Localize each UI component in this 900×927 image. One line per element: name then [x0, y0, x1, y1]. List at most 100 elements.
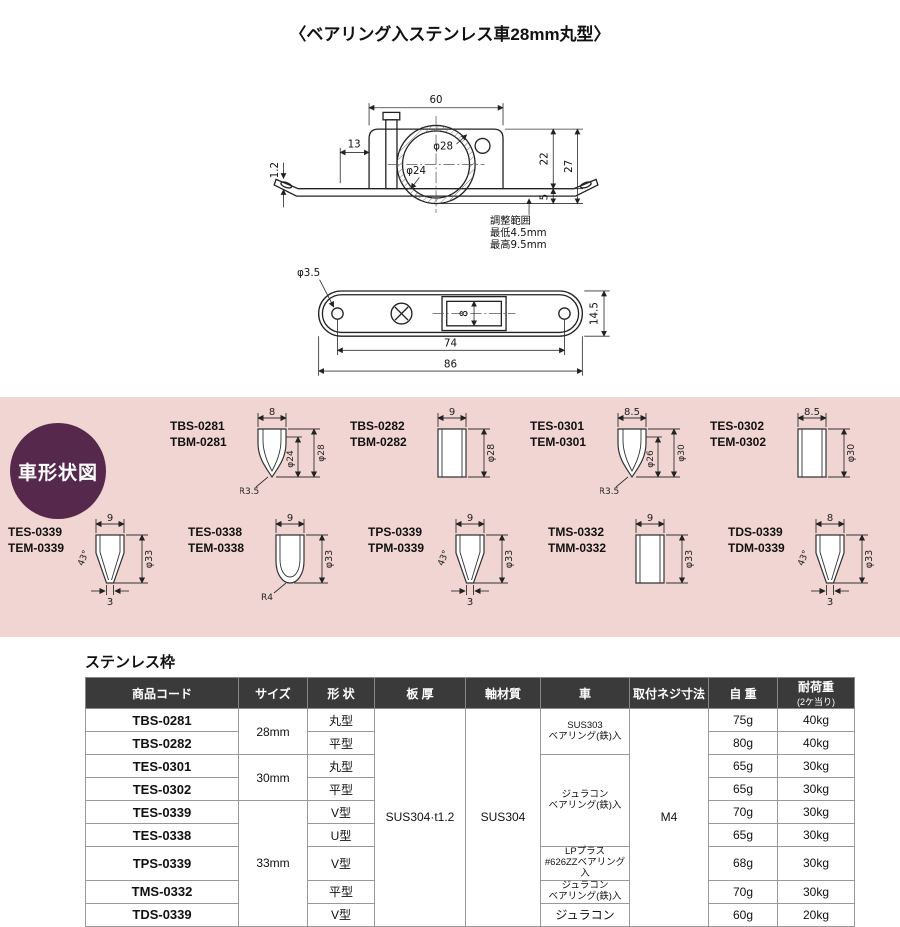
load-cell: 40kg [777, 708, 855, 732]
adjust-range-min: 最低4.5mm [490, 226, 547, 239]
svg-text:φ30: φ30 [846, 444, 857, 462]
product-code-cell: TBS-0281 [85, 708, 239, 732]
profile-code: TDM-0339 [728, 540, 785, 555]
shape-cell: 平型 [307, 777, 375, 801]
product-code-cell: TES-0338 [85, 823, 239, 847]
load-cell: 20kg [777, 902, 855, 927]
svg-text:φ33: φ33 [504, 550, 515, 568]
dim-1-2-label: 1.2 [270, 162, 281, 178]
svg-text:8.5: 8.5 [624, 407, 640, 418]
profile-code: TBM-0281 [170, 434, 227, 449]
table-row: TBS-0281 28mm 丸型 SUS304·t1.2 SUS304 SUS3… [85, 708, 855, 927]
profile-code: TBS-0282 [350, 419, 405, 433]
dia-28-label: φ28 [433, 142, 453, 153]
profile-code: TBS-0281 [170, 419, 225, 433]
wheel-cell: ジュラコン [540, 902, 630, 927]
adjustment-screw [385, 119, 398, 190]
profile-code: TDS-0339 [728, 525, 783, 539]
base-plate-outline [317, 290, 583, 337]
page-title: 〈ベアリング入ステンレス車28mm丸型〉 [289, 25, 611, 44]
table-row: TBS-0282 平型 80g 40kg [85, 731, 855, 755]
screw-cell: M4 [629, 708, 709, 927]
shaft-cell: SUS304 [465, 708, 541, 927]
shape-cell: U型 [307, 823, 375, 847]
header-load: 耐荷重 (2ケ当り) [777, 677, 855, 709]
product-code-cell: TBS-0282 [85, 731, 239, 755]
svg-text:φ28: φ28 [317, 444, 327, 462]
adjust-range-title: 調整範囲 [490, 214, 531, 227]
product-code-cell: TES-0339 [85, 800, 239, 824]
header-row: 商品コード サイズ 形 状 板 厚 軸材質 車 取付ネジ寸法 自 重 耐荷重 (… [85, 677, 855, 709]
dim-27-label: 27 [564, 160, 575, 173]
profile-code: TPS-0339 [368, 525, 423, 539]
shape-cell: V型 [307, 846, 375, 881]
profile-code: TMM-0332 [548, 540, 607, 555]
load-cell: 30kg [777, 800, 855, 824]
load-cell: 30kg [777, 823, 855, 847]
phillips-screw [390, 302, 413, 325]
profile-code: TMS-0332 [548, 525, 605, 539]
spec-table-section: ステンレス枠 商品コード サイズ 形 状 板 厚 軸材質 車 取付ネジ寸法 自 … [85, 651, 900, 927]
flange-slot-right [579, 181, 592, 189]
svg-text:φ28: φ28 [486, 444, 497, 462]
svg-text:φ26: φ26 [646, 450, 656, 468]
svg-text:43°: 43° [78, 549, 92, 568]
svg-text:8: 8 [827, 513, 833, 524]
profile-code: TEM-0302 [710, 434, 767, 449]
load-cell: 40kg [777, 731, 855, 755]
header-wheel: 車 [540, 677, 630, 709]
flange-slot-left [280, 181, 293, 189]
weight-cell: 80g [708, 731, 778, 755]
header-shaft: 軸材質 [465, 677, 541, 709]
svg-text:43°: 43° [798, 549, 812, 568]
product-code-cell: TES-0302 [85, 777, 239, 801]
catalog-page: { "title": "〈ベアリング入ステンレス車28mm丸型〉", "fron… [0, 25, 900, 927]
adjustment-screw-head [382, 111, 401, 121]
adjust-range-max: 最高9.5mm [490, 238, 547, 251]
dia-3-5-label: φ3.5 [296, 267, 319, 279]
weight-cell: 70g [708, 800, 778, 824]
dim-22-label: 22 [540, 152, 551, 165]
size-cell: 33mm [238, 800, 308, 927]
header-plate: 板 厚 [374, 677, 466, 709]
header-screw: 取付ネジ寸法 [629, 677, 709, 709]
dim-8-label: 8 [458, 310, 470, 317]
table-title: ステンレス枠 [85, 654, 176, 671]
weight-cell: 75g [708, 708, 778, 732]
wheel-cell: ジュラコンベアリング(鉄)入 [540, 754, 630, 847]
product-code-cell: TES-0301 [85, 754, 239, 778]
size-cell: 30mm [238, 754, 308, 801]
front-view-drawing: 60 13 1.2 φ28 φ24 22 27 5 調整範囲 最低4.5mm 最… [270, 95, 599, 251]
shape-cell: V型 [307, 902, 375, 927]
svg-text:φ33: φ33 [144, 550, 155, 568]
svg-text:φ33: φ33 [324, 550, 335, 568]
size-cell: 28mm [238, 708, 308, 755]
mount-hole-left [330, 307, 344, 320]
svg-text:9: 9 [647, 513, 653, 524]
header-load-sub: (2ケ当り) [797, 697, 835, 707]
profile-code: TES-0339 [8, 525, 63, 539]
dim-5-label: 5 [540, 194, 551, 201]
load-cell: 30kg [777, 754, 855, 778]
